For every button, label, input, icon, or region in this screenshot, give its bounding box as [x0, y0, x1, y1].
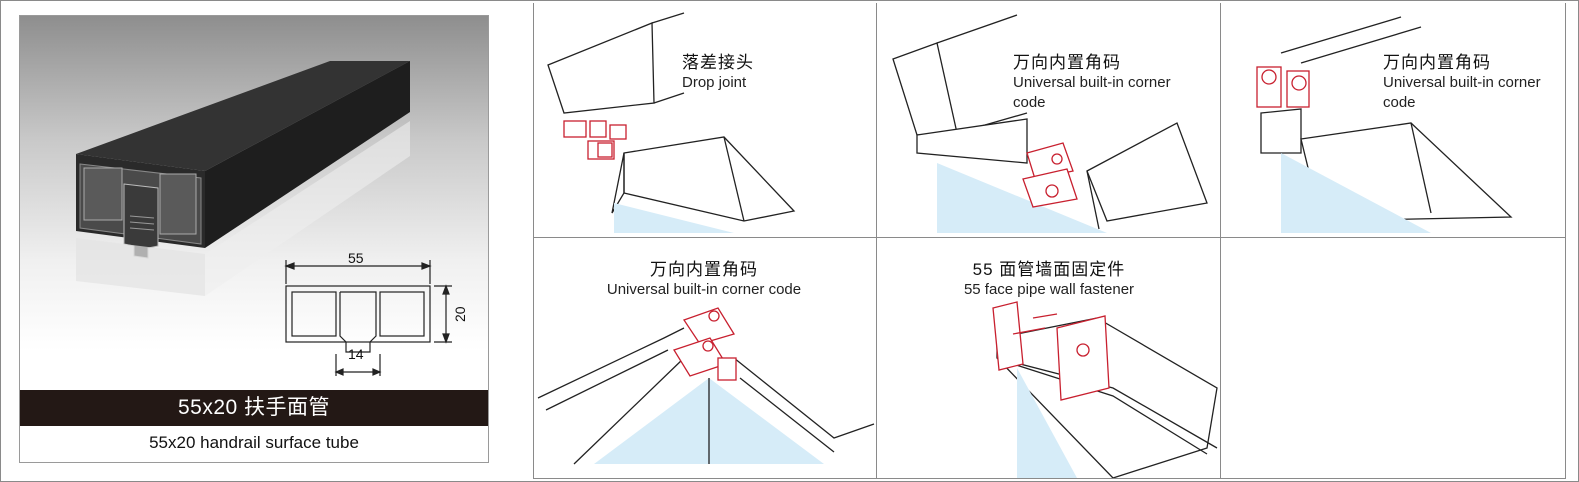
accessory-name-en: Drop joint	[682, 74, 747, 91]
wall-fastener-illustration	[992, 301, 1218, 478]
product-title: 55x20 扶手面管	[20, 390, 488, 426]
drop-joint-illustration	[547, 12, 796, 233]
accessory-cell-drop-joint: 落差接头 Drop joint	[533, 3, 877, 238]
cross-section-drawing	[284, 260, 452, 376]
dimension-width-label: 55	[348, 250, 364, 266]
product-panel: 55 20 14 55x20 扶手面管 55x20 handrail surfa…	[19, 15, 489, 463]
empty-cell	[1221, 238, 1566, 479]
accessory-grid: 落差接头 Drop joint	[533, 3, 1578, 479]
corner-code-illustration	[1256, 16, 1513, 233]
accessory-label: 万向内置角码 Universal built-in corner code	[554, 260, 854, 300]
corner-code-illustration	[892, 14, 1208, 233]
dimension-height-label: 20	[452, 306, 468, 322]
accessory-cell-corner-code-1: 万向内置角码 Universal built-in corner code	[877, 3, 1221, 238]
product-caption: 55x20 handrail surface tube	[20, 426, 488, 462]
accessory-name-en: Universal built-in corner code	[1013, 74, 1171, 111]
accessory-label: 落差接头 Drop joint	[682, 53, 754, 93]
accessory-name-zh: 55 面管墙面固定件	[972, 260, 1126, 279]
accessory-name-zh: 万向内置角码	[1383, 53, 1491, 72]
accessory-cell-wall-fastener: 55 面管墙面固定件 55 face pipe wall fastener	[877, 238, 1221, 479]
accessory-label: 万向内置角码 Universal built-in corner code	[1383, 53, 1553, 113]
tube-illustration	[76, 61, 452, 376]
dimension-slot-label: 14	[348, 346, 364, 362]
accessory-name-en: Universal built-in corner code	[1383, 74, 1541, 111]
accessory-cell-corner-code-3: 万向内置角码 Universal built-in corner code	[533, 238, 877, 479]
accessory-name-zh: 万向内置角码	[1013, 53, 1121, 72]
accessory-label: 55 面管墙面固定件 55 face pipe wall fastener	[899, 260, 1199, 300]
accessory-name-en: 55 face pipe wall fastener	[963, 281, 1135, 298]
accessory-label: 万向内置角码 Universal built-in corner code	[1013, 53, 1173, 113]
accessory-name-en: Universal built-in corner code	[606, 281, 802, 298]
accessory-name-zh: 万向内置角码	[650, 260, 758, 279]
accessory-name-zh: 落差接头	[682, 53, 754, 72]
corner-code-illustration	[537, 307, 875, 465]
accessory-cell-corner-code-2: 万向内置角码 Universal built-in corner code	[1221, 3, 1566, 238]
